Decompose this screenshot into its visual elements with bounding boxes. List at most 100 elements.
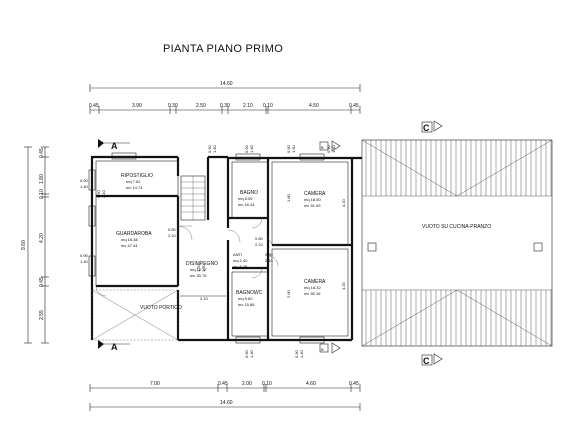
svg-text:1.50: 1.50: [196, 263, 201, 272]
doors: [95, 217, 279, 297]
section-a-bottom-marker: A: [98, 340, 130, 352]
svg-text:0.80: 0.80: [265, 252, 274, 257]
svg-text:0.90: 0.90: [286, 144, 291, 153]
vuoto-cucina-area: VUOTO SU CUCINA-PRANZO: [361, 139, 553, 347]
svg-text:4.20: 4.20: [341, 281, 346, 290]
windows: [88, 152, 325, 344]
bottom-dim-3: 0.10: [262, 381, 272, 387]
guardaroba-name: GUARDAROBA: [116, 231, 152, 237]
disimpegno-name: DISIMPEGNO: [186, 261, 218, 267]
svg-text:A: A: [111, 342, 118, 352]
camera1-mc: mc 51.09: [304, 203, 321, 208]
bottom-dimensions: 7.00 0.45 2.00 0.10 4.60 0.45 14.60: [89, 381, 361, 411]
ripostiglio-mc: mc 14.74: [126, 185, 143, 190]
bottom-dim-2: 2.00: [242, 381, 252, 387]
bagnowc-mc: mc 15.86: [238, 302, 255, 307]
svg-text:2.10: 2.10: [265, 258, 274, 263]
plan-title: PIANTA PIANO PRIMO: [163, 43, 283, 55]
svg-text:1.40: 1.40: [80, 184, 89, 189]
guardaroba-mc: mc 47.44: [121, 243, 138, 248]
svg-text:1.40: 1.40: [249, 349, 254, 358]
camera2-mq: mq 18.32: [304, 285, 321, 290]
left-dim-3: 4.20: [39, 233, 45, 243]
bagno-name: BAGNO: [240, 190, 258, 196]
portico: VUOTO PORTICO: [91, 289, 226, 341]
left-dim-2: 0.10: [39, 189, 45, 199]
window-labels: 0.90 1.40 0.90 1.40 0.90 1.40 0.90 1.40 …: [80, 144, 346, 358]
vuoto-cucina-label: VUOTO SU CUCINA-PRANZO: [422, 224, 491, 230]
svg-text:1.40: 1.40: [291, 144, 296, 153]
vuoto-portico-label: VUOTO PORTICO: [140, 305, 182, 311]
left-dim-4: 0.45: [39, 277, 45, 287]
disimpegno-mq: mq 10.37: [190, 267, 207, 272]
svg-text:4.20: 4.20: [341, 198, 346, 207]
ripostiglio-mq: mq 7.62: [126, 179, 141, 184]
svg-text:1.80: 1.80: [286, 193, 291, 202]
svg-text:1.40: 1.40: [299, 349, 304, 358]
svg-text:2.10: 2.10: [255, 242, 264, 247]
section-b-bottom-marker: B: [319, 342, 341, 354]
left-dim-5: 2.55: [39, 310, 45, 320]
anti-mq: mq 2.40: [233, 258, 248, 263]
top-dim-8: 0.45: [349, 103, 359, 109]
ripostiglio-name: RIPOSTIGLIO: [121, 173, 153, 179]
disimpegno-mc: mc 30.76: [190, 273, 207, 278]
svg-text:B: B: [321, 145, 324, 150]
svg-text:2.10: 2.10: [168, 233, 177, 238]
svg-text:0.80: 0.80: [168, 227, 177, 232]
top-dim-7: 4.50: [309, 103, 319, 109]
section-c-bottom-marker: C: [421, 353, 443, 366]
bagnowc-mq: mq 5.60: [238, 296, 253, 301]
bottom-dim-0: 7.00: [150, 381, 160, 387]
svg-text:1.50: 1.50: [201, 263, 206, 272]
bottom-dim-1: 0.45: [218, 381, 228, 387]
total-top-dim: 14.60: [220, 81, 233, 87]
bagno-mq: mq 6.05: [238, 196, 253, 201]
top-dim-6: 0.10: [263, 103, 273, 109]
svg-text:1.40: 1.40: [331, 144, 336, 153]
left-dim-0: 0.45: [39, 148, 45, 158]
top-dim-3: 2.50: [196, 103, 206, 109]
section-b-top-marker: B: [319, 140, 341, 152]
section-markers: A A B B C C: [98, 120, 443, 366]
anti-mc: mc 6.48: [233, 264, 248, 269]
left-dimensions: 9.60 0.45 1.80 0.10 4.20 0.45 2.55: [21, 146, 49, 344]
top-dim-1: 3.90: [132, 103, 142, 109]
svg-text:C: C: [423, 123, 430, 133]
left-total-dim: 9.60: [21, 240, 27, 250]
svg-text:A: A: [111, 141, 118, 151]
top-dimensions: 14.60 0.45 3.90 0.30 2.50 0.30 2.10 0.10…: [89, 81, 361, 114]
top-dim-0: 0.45: [89, 103, 99, 109]
svg-text:0.90: 0.90: [96, 189, 101, 198]
section-c-top-marker: C: [421, 120, 443, 133]
svg-text:0.90: 0.90: [244, 144, 249, 153]
svg-text:0.90: 0.90: [80, 253, 89, 258]
svg-text:0.90: 0.90: [326, 144, 331, 153]
guardaroba-mq: mq 16.38: [121, 237, 138, 242]
top-dim-2: 0.30: [168, 103, 178, 109]
svg-text:0.80: 0.80: [255, 236, 264, 241]
anti-name: ANTI: [233, 252, 242, 257]
bagnowc-name: BAGNOWC: [236, 290, 263, 296]
svg-text:2.10: 2.10: [101, 189, 106, 198]
svg-text:1.40: 1.40: [212, 144, 217, 153]
svg-text:1.40: 1.40: [249, 144, 254, 153]
svg-text:0.90: 0.90: [207, 144, 212, 153]
svg-text:0.90: 0.90: [294, 349, 299, 358]
room-labels: RIPOSTIGLIO mq 7.62 mc 14.74 GUARDAROBA …: [116, 173, 326, 307]
svg-text:2.10: 2.10: [200, 296, 209, 301]
bagno-mc: mc 16.44: [238, 202, 255, 207]
svg-text:2.90: 2.90: [286, 289, 291, 298]
top-dim-4: 0.30: [220, 103, 230, 109]
section-a-top-marker: A: [98, 139, 130, 151]
bottom-dim-5: 0.45: [349, 381, 359, 387]
bottom-dim-4: 4.60: [306, 381, 316, 387]
camera1-name: CAMERA: [304, 191, 326, 197]
camera2-name: CAMERA: [304, 279, 326, 285]
svg-text:0.90: 0.90: [244, 349, 249, 358]
left-dim-1: 1.80: [39, 174, 45, 184]
svg-text:B: B: [321, 347, 324, 352]
camera1-mq: mq 18.60: [304, 197, 321, 202]
total-bottom-dim: 14.60: [220, 400, 233, 406]
